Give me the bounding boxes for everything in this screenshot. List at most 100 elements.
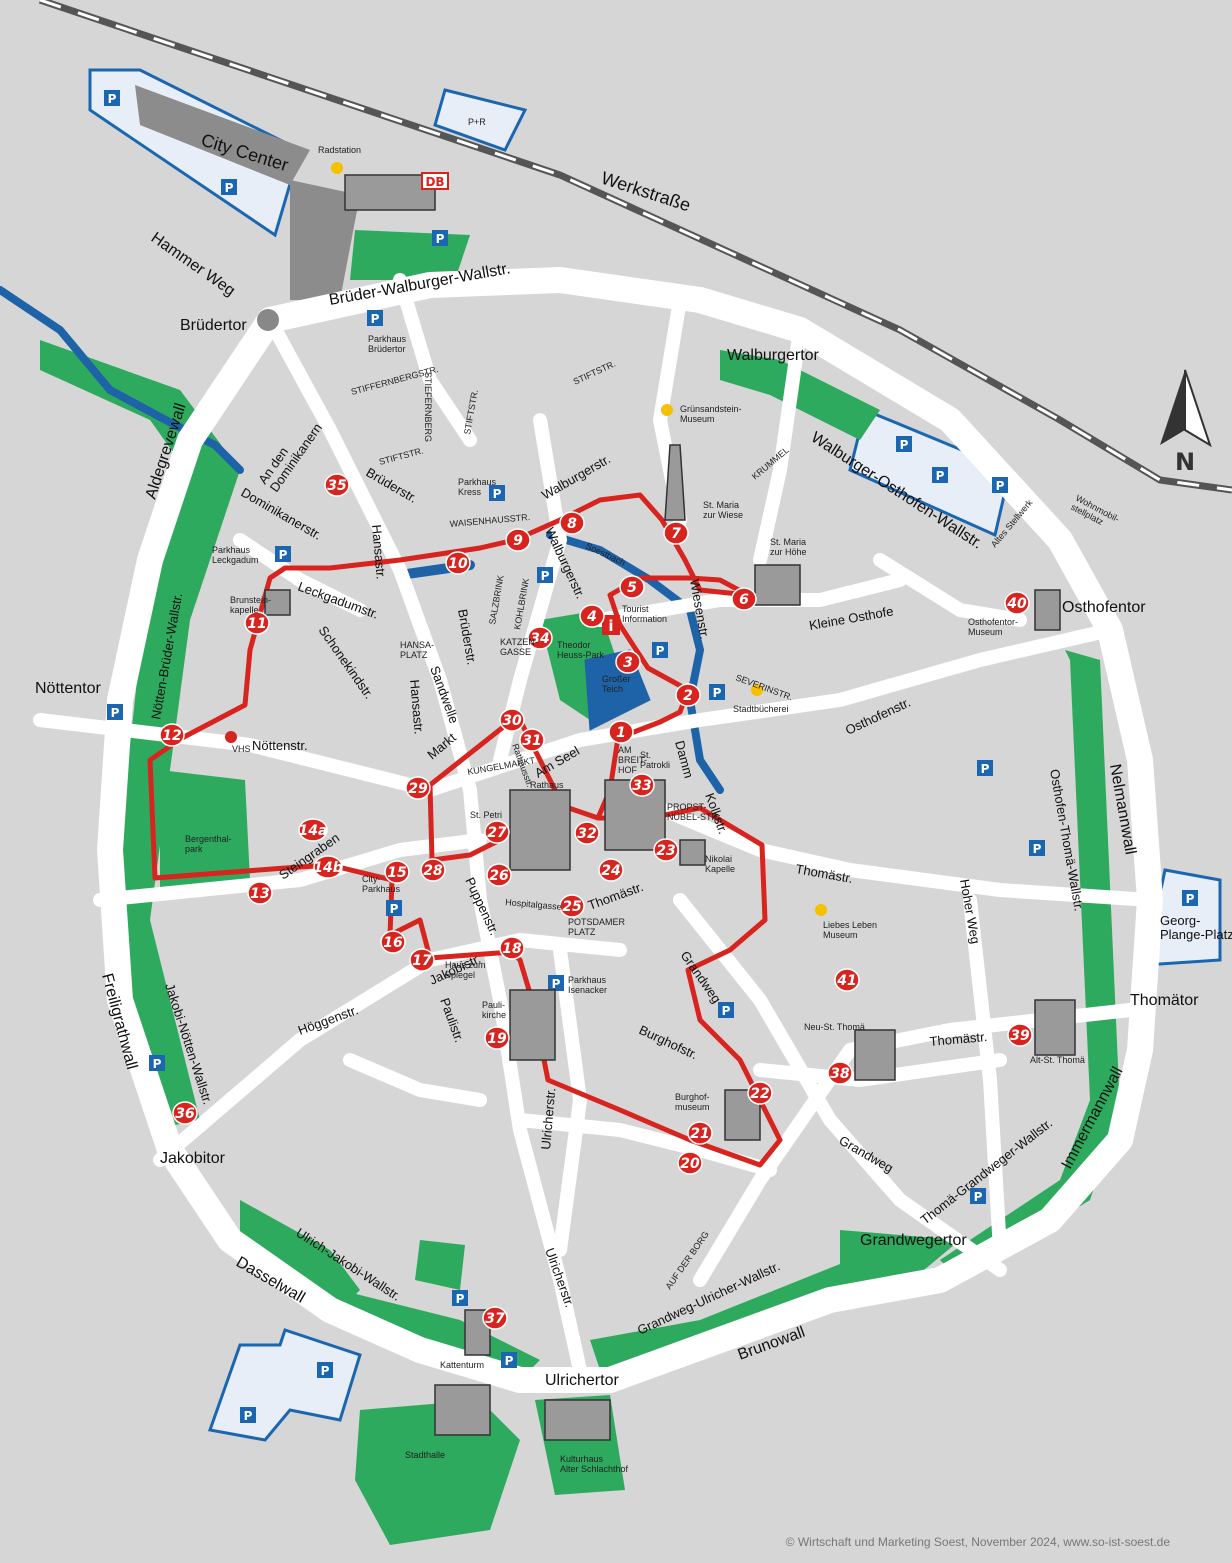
svg-text:P: P <box>936 469 945 483</box>
route-stop-13: 13 <box>247 881 273 905</box>
svg-text:16: 16 <box>383 935 403 951</box>
label-osthofentor: Osthofentor <box>1062 599 1146 616</box>
svg-text:7: 7 <box>671 526 681 542</box>
svg-text:22: 22 <box>750 1086 769 1102</box>
svg-text:40: 40 <box>1006 596 1027 612</box>
route-stop-41: 41 <box>834 968 860 992</box>
label-hansastr2: Hansastr. <box>407 679 427 735</box>
route-stop-31: 31 <box>519 728 545 752</box>
svg-text:P: P <box>390 902 399 916</box>
route-stop-16: 16 <box>380 930 406 954</box>
parking-icon: P <box>896 436 912 452</box>
svg-text:29: 29 <box>408 781 428 797</box>
paulikirche-icon <box>509 989 556 1061</box>
db-label: DB <box>425 175 444 189</box>
route-stop-17: 17 <box>409 948 435 972</box>
route-stop-9: 9 <box>505 528 531 552</box>
osthofentor-icon <box>1034 589 1061 631</box>
svg-text:P: P <box>108 92 117 106</box>
parking-icon: P <box>386 900 402 916</box>
route-stop-26: 26 <box>486 863 512 887</box>
route-stop-7: 7 <box>663 521 689 545</box>
route-stop-40: 40 <box>1004 591 1030 615</box>
svg-text:P: P <box>713 686 722 700</box>
svg-text:10: 10 <box>448 556 468 572</box>
svg-text:5: 5 <box>627 580 637 596</box>
route-stop-1: 1 <box>608 720 634 744</box>
route-stop-30: 30 <box>499 708 525 732</box>
route-stop-14b: 14b <box>313 855 343 879</box>
svg-text:P: P <box>974 1190 983 1204</box>
route-stop-25: 25 <box>559 894 585 918</box>
svg-text:3: 3 <box>623 655 633 671</box>
svg-text:38: 38 <box>830 1066 850 1082</box>
railway <box>38 0 1232 494</box>
parking-icon: P <box>501 1352 517 1368</box>
db-badge: DB <box>421 172 449 190</box>
svg-text:2: 2 <box>683 688 693 704</box>
ring-road <box>97 267 1163 1393</box>
parking-icon: P <box>977 760 993 776</box>
route-stop-21: 21 <box>687 1121 713 1145</box>
route-stop-19: 19 <box>484 1026 510 1050</box>
parking-icon: P <box>149 1055 165 1071</box>
label-osthofentor-museum: Osthofentor-Museum <box>968 617 1018 637</box>
label-ulrichertor: Ulrichertor <box>545 1372 619 1389</box>
label-stadthalle: Stadthalle <box>405 1450 445 1460</box>
svg-text:P: P <box>996 479 1005 493</box>
stadthalle-icon <box>434 1384 491 1436</box>
label-brunsteinkapelle: Brunstein-kapelle <box>230 595 271 615</box>
route-stop-11: 11 <box>244 611 270 635</box>
label-nottenstr: Nöttenstr. <box>252 738 308 753</box>
info-label: i <box>608 617 613 635</box>
copyright: © Wirtschaft und Marketing Soest, Novemb… <box>785 1535 1170 1549</box>
svg-text:1: 1 <box>616 725 626 741</box>
svg-text:9: 9 <box>513 533 523 549</box>
parking-icon: P <box>718 1002 734 1018</box>
svg-text:26: 26 <box>489 868 509 884</box>
svg-text:6: 6 <box>739 592 749 608</box>
svg-text:P: P <box>456 1292 465 1306</box>
parking-icon: P <box>432 230 448 246</box>
svg-text:P: P <box>225 181 234 195</box>
label-neu-st-thoma: Neu-St. Thomä <box>804 1022 865 1032</box>
station-building-icon <box>344 174 436 211</box>
label-georg-plange-platz: Georg-Plange-Platz <box>1160 913 1232 942</box>
svg-text:37: 37 <box>485 1311 505 1327</box>
parking-icon: P <box>107 704 123 720</box>
svg-text:21: 21 <box>690 1126 709 1142</box>
parking-icon: P <box>1029 840 1045 856</box>
svg-text:31: 31 <box>522 733 541 749</box>
alt-st-thoma-icon <box>1034 999 1076 1056</box>
north-arrow-icon: N <box>1160 369 1212 476</box>
svg-text:8: 8 <box>567 516 577 532</box>
st-petri-icon <box>509 789 571 871</box>
label-kattenturm: Kattenturm <box>440 1360 484 1370</box>
svg-text:24: 24 <box>601 863 620 879</box>
label-walburgertor: Walburgertor <box>727 347 820 364</box>
route-stop-3: 3 <box>615 650 641 674</box>
parking-icon: P <box>970 1188 986 1204</box>
svg-text:39: 39 <box>1010 1028 1030 1044</box>
label-thomator: Thomätor <box>1130 992 1199 1009</box>
svg-text:4: 4 <box>586 609 597 625</box>
route-stop-39: 39 <box>1007 1023 1033 1047</box>
svg-text:14a: 14a <box>299 823 328 839</box>
svg-text:19: 19 <box>487 1031 507 1047</box>
label-burghofmuseum: Burghof-museum <box>675 1092 710 1112</box>
svg-text:15: 15 <box>387 865 407 881</box>
landmark-icons <box>264 174 1076 1441</box>
label-city-parkhaus: City-Parkhaus <box>362 874 401 894</box>
svg-text:18: 18 <box>502 941 522 957</box>
route-stop-15: 15 <box>384 860 410 884</box>
